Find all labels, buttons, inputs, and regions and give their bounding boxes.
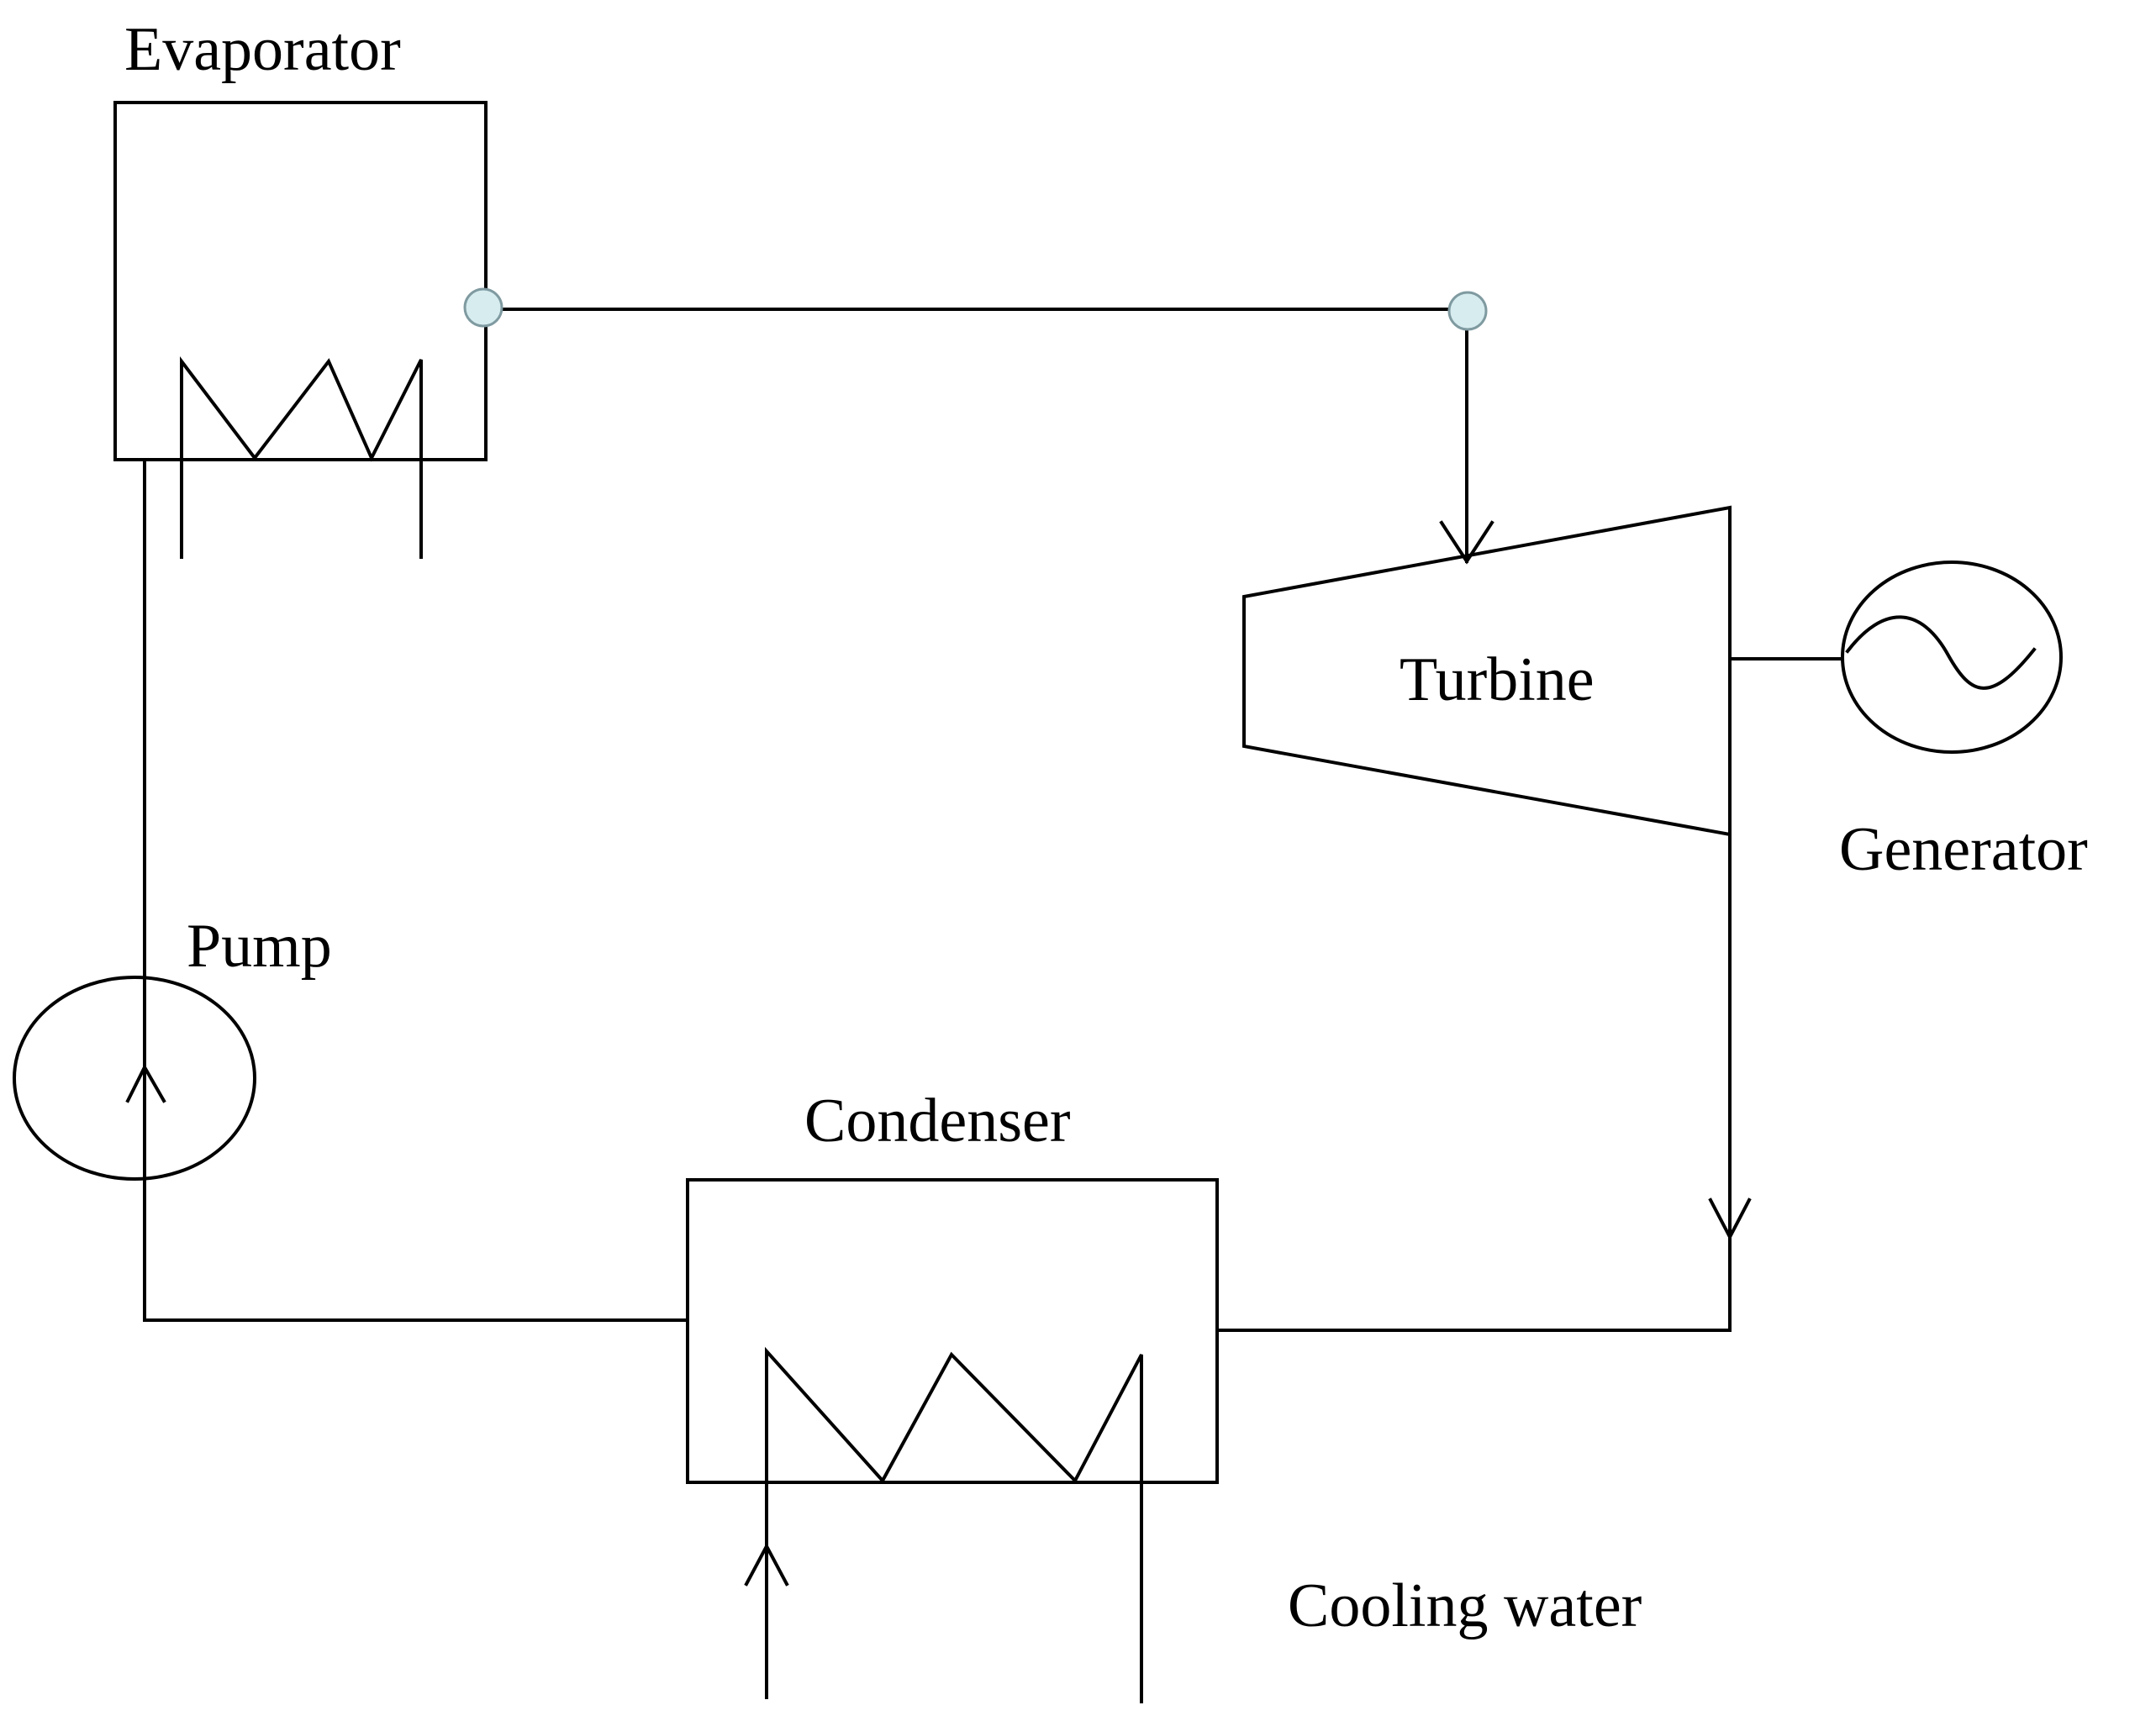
condenser-cooling-coil — [765, 1346, 1143, 1703]
cooling-water-inlet-arrowhead — [744, 1542, 789, 1587]
pump: Pump — [13, 912, 332, 1181]
generator-label: Generator — [1839, 815, 2088, 884]
evaporator-outlet-node — [463, 287, 503, 328]
cooling-water-label: Cooling water — [1288, 1571, 1642, 1640]
condenser-box — [686, 1178, 1219, 1484]
ac-sine-icon — [1845, 615, 2037, 690]
turbine: Turbine — [1242, 505, 1732, 837]
generator: Generator — [1728, 561, 2088, 884]
evaporator-heating-coil — [180, 356, 423, 559]
evaporator: Evaporator — [113, 15, 488, 559]
condenser-label: Condenser — [804, 1087, 1071, 1155]
pump-arrowhead — [125, 1063, 166, 1103]
turbine-label: Turbine — [1400, 645, 1595, 714]
turbine-inlet-arrowhead — [1439, 520, 1494, 565]
pump-label: Pump — [187, 912, 332, 981]
condenser: Condenser Cooling water — [686, 1087, 1642, 1703]
exhaust-arrowhead — [1708, 1197, 1752, 1241]
evaporator-box — [113, 101, 488, 461]
pump-circle — [13, 976, 256, 1181]
condensate-line — [143, 458, 689, 1322]
turbine-inlet-node — [1447, 291, 1488, 331]
exhaust-line — [1215, 833, 1752, 1332]
vapor-line — [463, 287, 1494, 565]
evaporator-label: Evaporator — [124, 15, 401, 84]
generator-circle — [1841, 561, 2063, 754]
